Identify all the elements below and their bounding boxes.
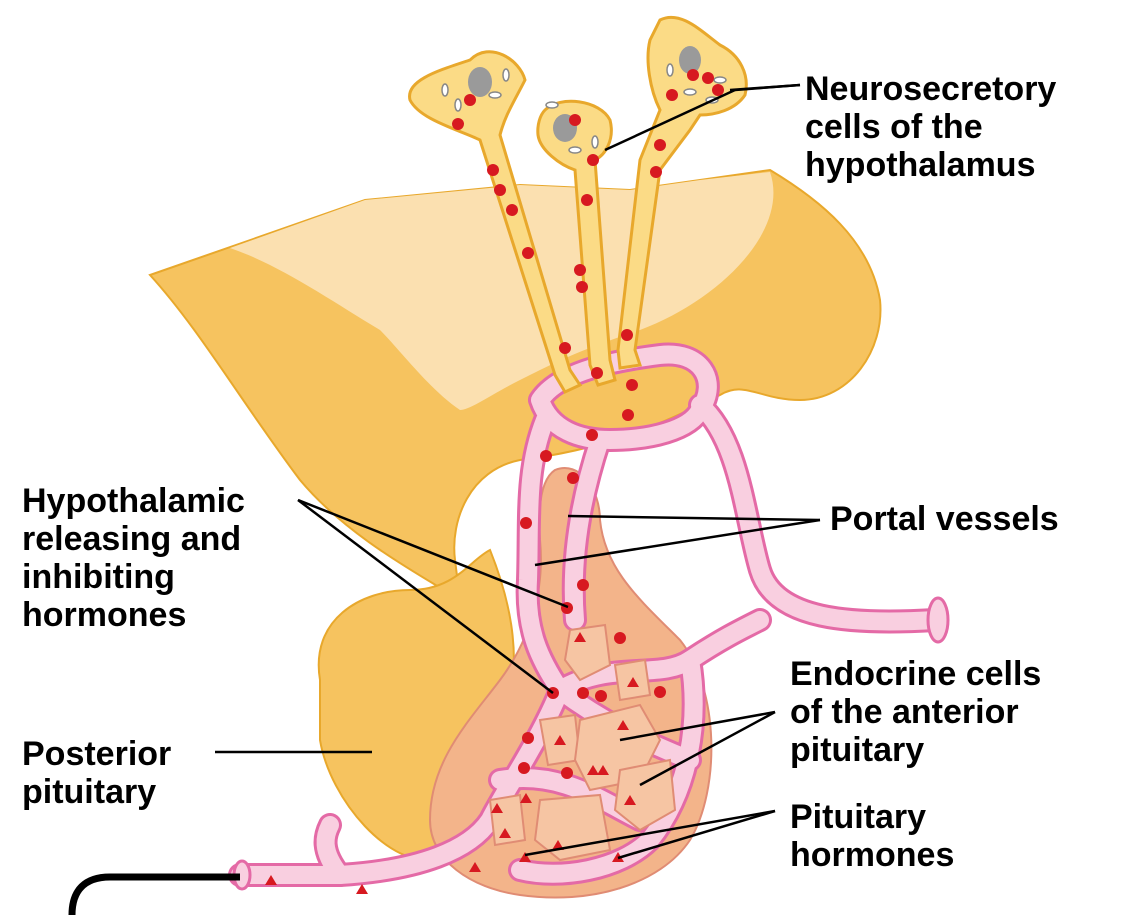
label-endocrine-cells: Endocrine cells of the anterior pituitar… bbox=[790, 655, 1041, 769]
label-portal-vessels: Portal vessels bbox=[830, 500, 1059, 538]
label-posterior-pituitary: Posterior pituitary bbox=[22, 735, 171, 811]
label-hypothalamic-hormones: Hypothalamic releasing and inhibiting ho… bbox=[22, 482, 245, 634]
label-neurosecretory-cells: Neurosecretory cells of the hypothalamus bbox=[805, 70, 1056, 184]
bottom-cable bbox=[72, 877, 240, 915]
label-pituitary-hormones: Pituitary hormones bbox=[790, 798, 954, 874]
